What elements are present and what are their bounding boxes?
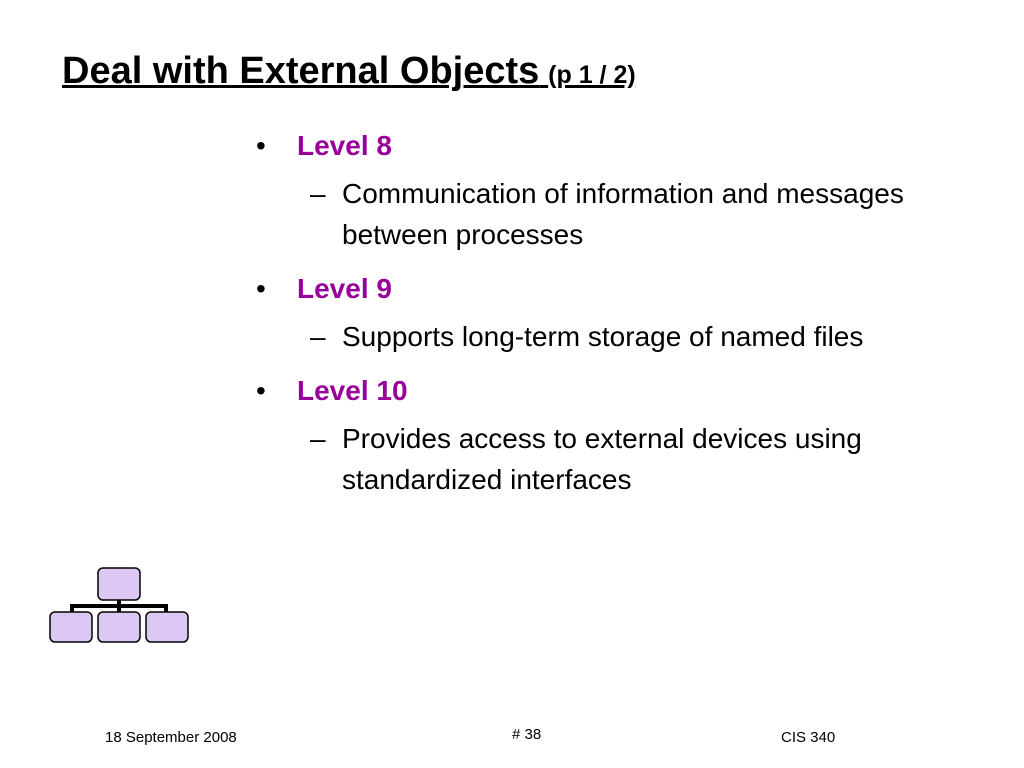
dash-icon: – bbox=[310, 423, 326, 454]
bullet-icon: • bbox=[256, 130, 266, 161]
level-detail: – Communication of information and messa… bbox=[250, 173, 910, 255]
footer-page-number: # 38 bbox=[512, 726, 542, 743]
hierarchy-child-node bbox=[145, 611, 189, 643]
slide-title-page-ref: (p 1 / 2) bbox=[548, 61, 636, 89]
level-list: • Level 8 – Communication of information… bbox=[250, 128, 910, 516]
level-heading: • Level 10 bbox=[250, 373, 910, 409]
level-detail-text: Communication of information and message… bbox=[342, 178, 904, 250]
hierarchy-child-node bbox=[49, 611, 93, 643]
footer-date: 18 September 2008 bbox=[105, 729, 237, 746]
level-label: Level 9 bbox=[297, 273, 392, 304]
level-item: • Level 9 – Supports long-term storage o… bbox=[250, 271, 910, 357]
level-label: Level 8 bbox=[297, 130, 392, 161]
bullet-icon: • bbox=[256, 273, 266, 304]
bullet-icon: • bbox=[256, 375, 266, 406]
level-detail: – Provides access to external devices us… bbox=[250, 418, 910, 500]
level-item: • Level 8 – Communication of information… bbox=[250, 128, 910, 255]
slide-title-main: Deal with External Objects bbox=[62, 50, 540, 92]
slide-title: Deal with External Objects (p 1 / 2) bbox=[62, 52, 636, 90]
level-detail: – Supports long-term storage of named fi… bbox=[250, 316, 910, 357]
level-detail-text: Supports long-term storage of named file… bbox=[342, 321, 864, 352]
dash-icon: – bbox=[310, 178, 326, 209]
hierarchy-root-node bbox=[97, 567, 141, 601]
dash-icon: – bbox=[310, 321, 326, 352]
footer-course: CIS 340 bbox=[781, 729, 836, 746]
hierarchy-child-node bbox=[97, 611, 141, 643]
level-item: • Level 10 – Provides access to external… bbox=[250, 373, 910, 500]
level-detail-text: Provides access to external devices usin… bbox=[342, 423, 862, 495]
level-label: Level 10 bbox=[297, 375, 408, 406]
level-heading: • Level 8 bbox=[250, 128, 910, 164]
level-heading: • Level 9 bbox=[250, 271, 910, 307]
hierarchy-diagram-icon bbox=[49, 567, 189, 643]
